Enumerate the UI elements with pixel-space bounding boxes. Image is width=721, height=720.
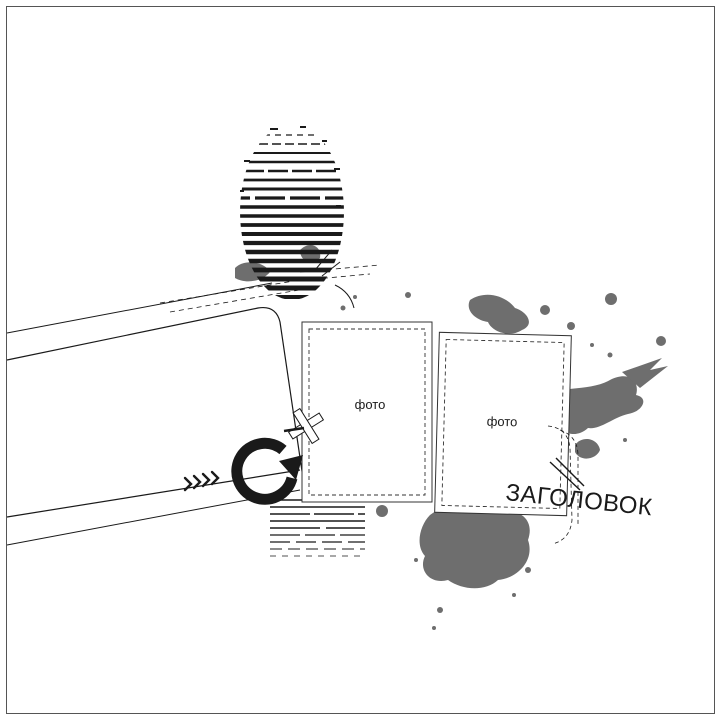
circular-arrow-icon [231, 437, 303, 505]
photo-label-2: фото [487, 414, 518, 430]
photo-frame-1: фото [301, 321, 433, 503]
photo-frame-2: фото [434, 331, 572, 517]
splash-lines [314, 249, 355, 309]
halftone-specks-top [240, 126, 341, 234]
halftone-stripes-bottom [270, 499, 365, 557]
ink-droplets [340, 292, 666, 630]
photo-label-1: фото [355, 397, 386, 412]
title-accents [547, 425, 585, 545]
dashed-accents [159, 264, 381, 313]
cross-stitch-icon [283, 407, 325, 445]
arrow-chevrons-icon [183, 470, 220, 492]
